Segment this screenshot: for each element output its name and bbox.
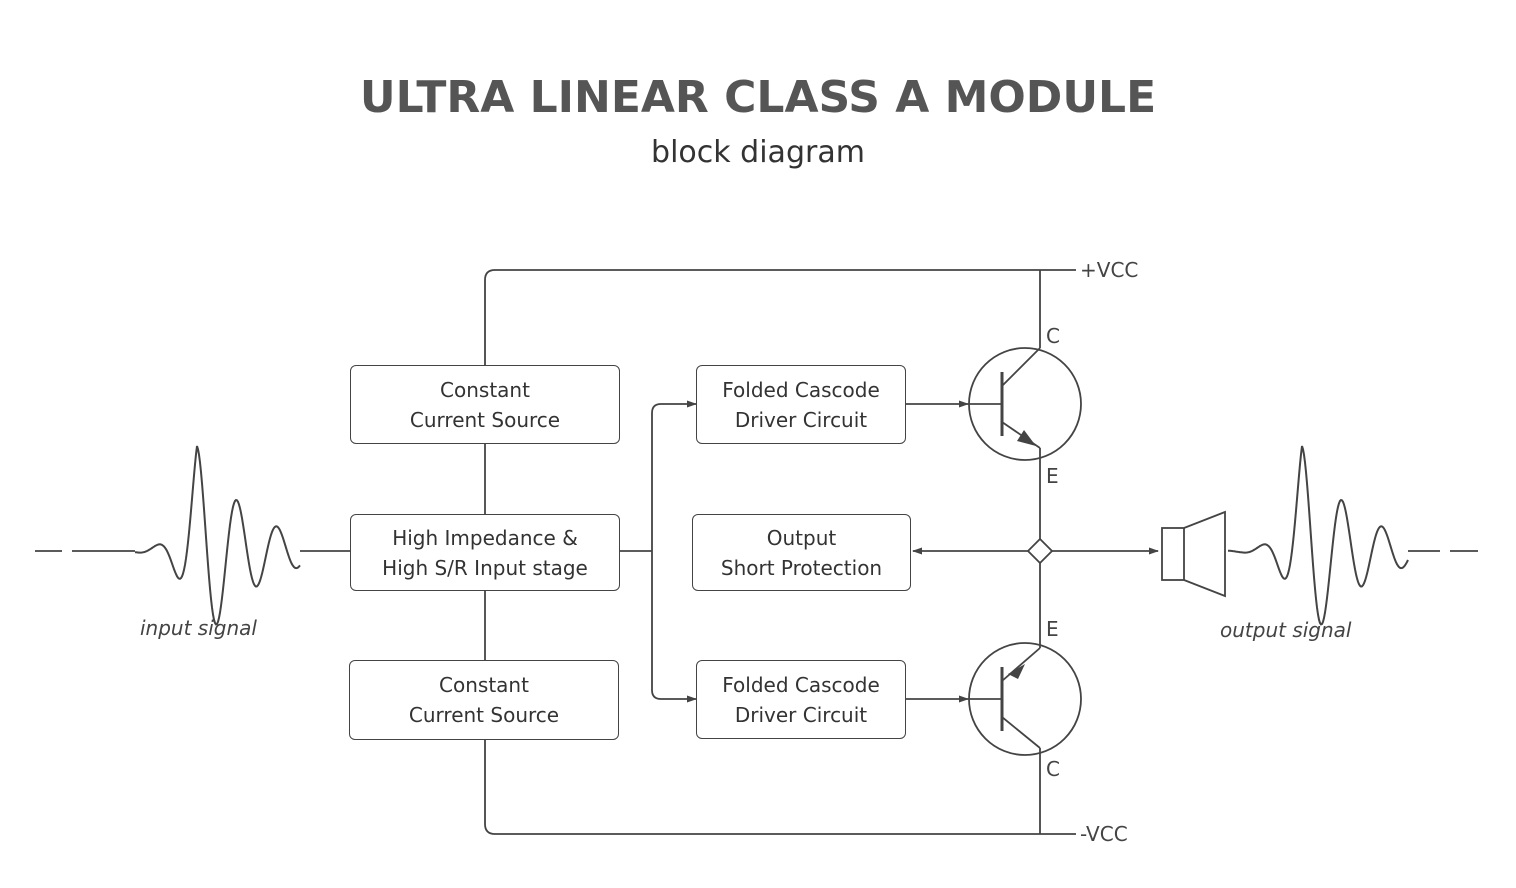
negative-rail-label: -VCC (1080, 822, 1128, 846)
input-signal-label: input signal (140, 616, 257, 640)
pnp-transistor-icon (968, 642, 1082, 756)
split-to-driver-top (651, 400, 697, 551)
output-signal-label: output signal (1220, 618, 1352, 642)
block-line: Output (766, 525, 837, 550)
folded-cascode-driver-bottom: Folded Cascode Driver Circuit (696, 660, 906, 739)
constant-current-source-bottom: Constant Current Source (349, 660, 619, 740)
block-line: High S/R Input stage (382, 555, 588, 580)
waveform-icon (134, 445, 301, 626)
block-line: Driver Circuit (734, 702, 868, 727)
block-line: Current Source (409, 407, 561, 432)
block-line: High Impedance & (392, 525, 578, 550)
speaker-icon (1161, 510, 1226, 598)
split-to-driver-bottom (651, 551, 697, 703)
top-emitter-label: E (1046, 464, 1059, 488)
block-line: Driver Circuit (734, 407, 868, 432)
constant-current-source-top: Constant Current Source (350, 365, 620, 444)
output-node (1026, 537, 1054, 565)
bottom-emitter-label: E (1046, 617, 1059, 641)
diagram-subtitle: block diagram (651, 135, 865, 170)
npn-transistor-icon (968, 347, 1082, 461)
top-collector-label: C (1046, 324, 1060, 348)
block-line: Short Protection (720, 555, 883, 580)
block-line: Folded Cascode (722, 377, 880, 402)
positive-rail-wire (484, 269, 1076, 365)
diagram-title: ULTRA LINEAR CLASS A MODULE (359, 72, 1157, 123)
positive-rail-label: +VCC (1080, 258, 1139, 282)
folded-cascode-driver-top: Folded Cascode Driver Circuit (696, 365, 906, 444)
block-line: Constant (440, 377, 530, 402)
block-line: Folded Cascode (722, 672, 880, 697)
output-short-protection: Output Short Protection (692, 514, 911, 591)
block-line: Constant (439, 673, 529, 697)
waveform-icon (1228, 445, 1409, 626)
input-stage: High Impedance & High S/R Input stage (350, 514, 620, 591)
negative-rail-wire (484, 740, 1076, 835)
block-line: Current Source (408, 703, 560, 727)
bottom-collector-label: C (1046, 757, 1060, 781)
